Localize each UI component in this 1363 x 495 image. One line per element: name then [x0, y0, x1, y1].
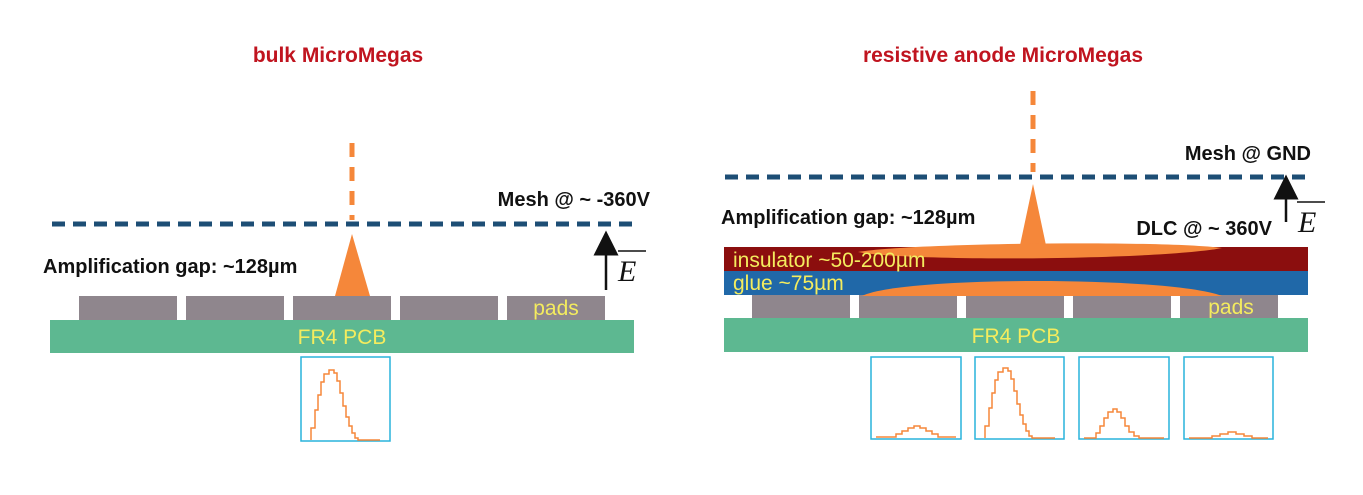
left-field-label: E: [617, 255, 636, 288]
right-induced-charge: [862, 281, 1222, 296]
left-pcb: [50, 320, 634, 353]
left-pads-label: pads: [533, 297, 579, 320]
right-glue-label: glue ~75µm: [733, 272, 844, 295]
right-signal-box-4: [1183, 356, 1274, 440]
left-pad-1: [79, 296, 177, 321]
right-pcb-label: FR4 PCB: [972, 325, 1061, 348]
right-signal-box-2: [974, 356, 1065, 440]
left-signal-trace: [310, 369, 380, 441]
right-insulator-label: insulator ~50-200µm: [733, 249, 925, 272]
right-panel: resistive anode MicroMegas Mesh @ GND E …: [721, 44, 1325, 440]
left-pad-5: [507, 296, 605, 321]
right-title: resistive anode MicroMegas: [863, 44, 1143, 67]
right-signal-trace-1: [876, 425, 956, 438]
right-pad-3: [966, 295, 1064, 320]
right-pad-4: [1073, 295, 1171, 320]
left-gap-label: Amplification gap: ~128µm: [43, 256, 297, 278]
left-title: bulk MicroMegas: [253, 44, 423, 67]
right-gap-label: Amplification gap: ~128µm: [721, 207, 975, 229]
right-pcb: [724, 318, 1308, 352]
right-pad-1: [752, 295, 850, 320]
left-pcb-label: FR4 PCB: [298, 326, 387, 349]
right-mesh-label: Mesh @ GND: [1185, 143, 1311, 165]
left-panel: bulk MicroMegas Mesh @ ~ -360V E Amplifi…: [43, 44, 651, 442]
right-signal-trace-4: [1189, 431, 1268, 439]
right-pads-label: pads: [1208, 296, 1254, 319]
left-pad-4: [400, 296, 498, 321]
right-dlc-label: DLC @ ~ 360V: [1136, 218, 1272, 240]
right-field-label: E: [1297, 206, 1316, 239]
right-signal-trace-3: [1084, 408, 1164, 439]
right-avalanche: [1019, 184, 1047, 250]
left-pad-2: [186, 296, 284, 321]
left-avalanche: [335, 234, 370, 296]
left-pad-3: [293, 296, 391, 321]
left-mesh-label: Mesh @ ~ -360V: [498, 189, 651, 211]
left-signal-box: [300, 356, 391, 442]
right-signal-box-3: [1078, 356, 1170, 440]
right-signal-trace-2: [984, 367, 1055, 439]
right-pad-2: [859, 295, 957, 320]
right-signal-box-1: [870, 356, 962, 440]
right-dlc-charge-spread: [858, 243, 1222, 259]
right-pad-5: [1180, 295, 1278, 320]
